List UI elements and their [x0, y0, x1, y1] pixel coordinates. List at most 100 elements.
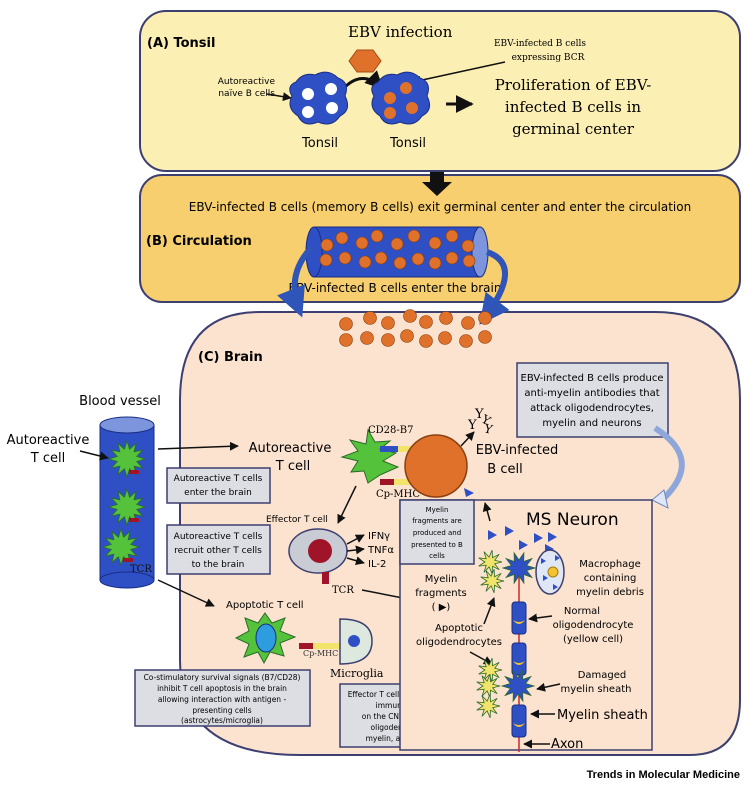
b-cell-dot — [428, 256, 442, 270]
enter-brain-text: EBV-infected B cells enter the brain — [289, 281, 502, 295]
effector-t-cell-nucleus — [308, 539, 332, 563]
cytokine-label: IL-2 — [368, 559, 386, 570]
b-cell-dot — [461, 239, 475, 253]
b-cell-dot — [390, 237, 404, 251]
damaged-pointer-arrow — [536, 682, 561, 692]
cytokine-label: TNFα — [367, 545, 394, 556]
b-cell-dot — [339, 333, 353, 347]
cytokine-arrow — [346, 534, 365, 545]
antibody-icon-2: Y — [474, 407, 484, 422]
b-cell-dot — [374, 251, 388, 265]
circulation-vessel — [305, 226, 489, 278]
b-cell-dot — [403, 309, 417, 323]
b-cell-dot — [428, 236, 442, 250]
t-cell-icon — [107, 487, 147, 527]
b-cell-dot — [370, 229, 384, 243]
cytokine-arrow — [346, 545, 365, 555]
apoptotic-oligodendrocyte-icon — [476, 674, 501, 698]
apoptotic-oligodendrocyte-icon — [480, 569, 505, 593]
apoptotic-t-cell-nucleus — [255, 623, 277, 653]
tonsil-panel-label: (A) Tonsil — [147, 36, 215, 51]
apoptotic-upper-arrow — [483, 597, 496, 625]
mhc-ligand — [394, 479, 412, 485]
axon-label: Axon — [551, 737, 583, 752]
b-cell-dot — [320, 238, 334, 252]
normal-pointer-arrow — [528, 613, 553, 623]
b-cell-dot — [439, 311, 453, 325]
microglia-receptor — [299, 643, 313, 649]
oligodendrocyte-yellow — [513, 620, 525, 624]
circulation-panel-label: (B) Circulation — [146, 234, 252, 249]
b-cell-dot — [438, 331, 452, 345]
apoptotic-t-cell-label: Apoptotic T cell — [226, 600, 304, 611]
autoreactive-t-cell-icon — [340, 428, 400, 484]
exit-germinal-center-text: EBV-infected B cells (memory B cells) ex… — [189, 200, 691, 214]
tcr-receptor — [129, 470, 139, 474]
tcr-receptor — [129, 518, 139, 522]
cp-mhc-label: Cp-MHC — [376, 489, 420, 500]
footer-journal-label: Trends in Molecular Medicine — [587, 769, 740, 781]
b-cell-dot — [358, 255, 372, 269]
cd28-b7-receptor — [380, 446, 398, 452]
brain-panel-label: (C) Brain — [198, 350, 263, 365]
ebv-infection-label: EBV infection — [348, 23, 453, 41]
tonsil-left-label: Tonsil — [301, 136, 338, 151]
b-cell-dot — [459, 334, 473, 348]
b-cell-dot — [400, 329, 414, 343]
vessel-tcr-label: TCR — [130, 564, 152, 575]
apoptotic-lower-arrow — [469, 651, 493, 665]
myelin-fragments — [488, 526, 557, 554]
fragment-to-b-cell-arrow — [482, 502, 492, 522]
b-cell-dot — [407, 229, 421, 243]
right-entry-arrow — [479, 249, 510, 325]
myelin-fragment-icon — [534, 533, 543, 543]
myelin-fragment-icon — [488, 530, 497, 540]
b-cell-dot — [461, 316, 475, 330]
myelin-sheath-label: Myelin sheath — [557, 708, 648, 723]
apoptosis-arrow — [157, 579, 215, 607]
microglia-ligand — [313, 643, 339, 649]
damage-bursts — [476, 550, 537, 718]
ebv-infected-b-cell-icon — [404, 434, 468, 498]
damaged-myelin-burst — [500, 669, 536, 703]
effector-differentiation-arrow — [337, 485, 357, 524]
effector-tcr-receptor — [322, 572, 329, 584]
b-cell-dot — [335, 231, 349, 245]
tonsil-naive-icon — [289, 71, 349, 125]
b-cell-dot — [419, 334, 433, 348]
b-cell-dot — [319, 253, 333, 267]
oligodendrocyte-yellow — [513, 661, 525, 665]
t-cell-icon — [107, 439, 147, 479]
myelin-fragment-icon — [519, 540, 528, 550]
t-cell-icon — [101, 527, 141, 567]
naive-pointer-arrow — [266, 92, 292, 102]
b-cell-dot — [355, 236, 369, 250]
brain-entering-b-cells — [339, 309, 492, 348]
cytokine-label: IFNγ — [368, 531, 390, 542]
b-cell-dot — [419, 315, 433, 329]
myelin-sheath-segment — [511, 704, 527, 738]
myelin-fragment-on-b-cell — [464, 488, 474, 497]
apoptotic-oligodendrocyte-icon — [478, 550, 503, 574]
proliferation-label: Proliferation of EBV-infected B cells in… — [495, 76, 652, 138]
cp-mhc-receptor — [380, 479, 394, 485]
microglia-cp-mhc-label: Cp-MHC — [303, 649, 338, 658]
b-cell-dot — [360, 331, 374, 345]
antibody-attack-arrow — [653, 425, 685, 503]
antibody-icons: Y — [467, 418, 477, 433]
info-box-costim: Co-stimulatory survival signals (B7/CD28… — [134, 669, 311, 727]
t-cell-pointer-arrow — [79, 450, 109, 461]
tonsil-infected-icon — [371, 71, 431, 125]
